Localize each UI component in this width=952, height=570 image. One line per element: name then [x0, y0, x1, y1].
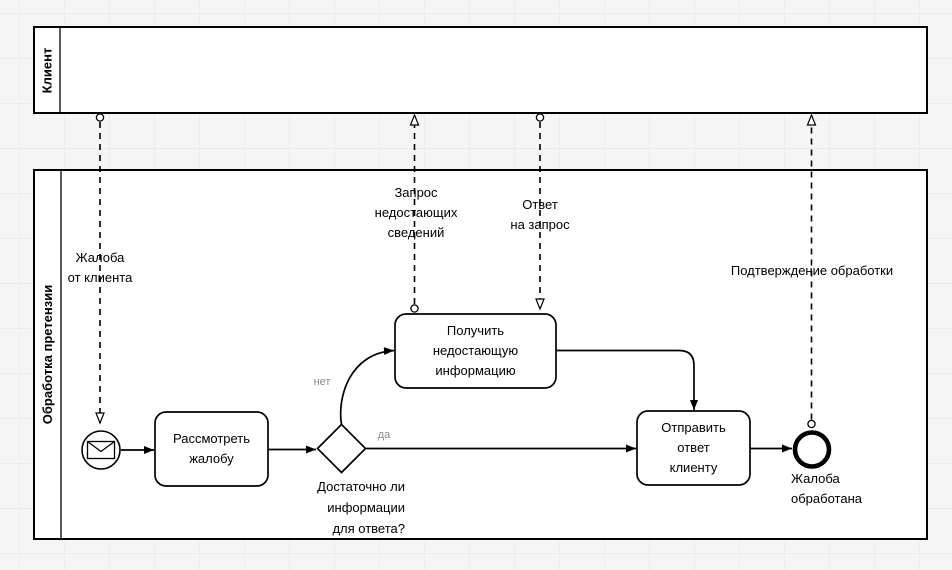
message-label-request-line: сведений — [387, 225, 445, 240]
task-send-reply-label-line: Отправить — [661, 420, 726, 435]
task-obtain-info-label-line: Получить — [446, 323, 505, 338]
task-send-reply-shape[interactable] — [636, 410, 751, 486]
gateway-question-line: Достаточно ли — [317, 479, 405, 494]
end-event-circle[interactable] — [792, 430, 832, 469]
pool-client-shape — [33, 26, 928, 114]
envelope-icon — [86, 440, 116, 460]
end-event-label-line: Жалоба — [791, 471, 840, 486]
task-send-reply-label-line: клиенту — [669, 460, 718, 475]
task-obtain-info-shape[interactable] — [394, 313, 557, 389]
task-review-label: Рассмотреть жалобу — [155, 412, 268, 486]
message-source-dot — [535, 113, 545, 122]
message-source-dot — [95, 113, 105, 122]
message-label-request: Запрос недостающих сведений — [346, 183, 486, 243]
condition-label-no: нет — [313, 376, 331, 388]
task-send-reply-label: Отправить ответ клиенту — [637, 411, 750, 485]
condition-label-yes: да — [377, 429, 391, 441]
message-label-confirmation: Подтверждение обработки — [712, 261, 912, 281]
message-label-confirmation-line: Подтверждение обработки — [730, 263, 894, 278]
message-label-request-line: Запрос — [394, 185, 438, 200]
gateway-question-line: информации — [327, 500, 405, 515]
task-send-reply-label-line: ответ — [677, 440, 710, 455]
message-flow-complaint[interactable] — [95, 113, 105, 425]
gateway-question-label: Достаточно ли информации для ответа? — [280, 476, 405, 539]
task-review-shape[interactable] — [154, 411, 269, 487]
message-label-request-line: недостающих — [374, 205, 458, 220]
message-source-dot — [807, 419, 816, 429]
task-review-label-line: жалобу — [189, 451, 234, 466]
message-label-complaint-line: Жалоба — [75, 250, 125, 265]
sequence-flow-obtain-to-send[interactable] — [556, 349, 698, 411]
pool-client-label: Клиент — [39, 47, 55, 93]
task-obtain-info-label-line: информацию — [435, 363, 516, 378]
gateway-enough-info-shape[interactable] — [316, 423, 367, 474]
message-label-complaint-line: от клиента — [67, 270, 133, 285]
message-flow-response[interactable] — [535, 113, 545, 311]
message-label-response: Ответ на запрос — [485, 195, 595, 235]
task-obtain-info-label: Получить недостающую информацию — [395, 314, 556, 388]
end-event-label: Жалоба обработана — [791, 469, 901, 509]
message-label-response-line: Ответ — [522, 197, 558, 212]
pool-client[interactable] — [33, 26, 928, 114]
task-review-label-line: Рассмотреть — [172, 431, 251, 446]
start-event-message[interactable] — [81, 430, 121, 470]
sequence-flow-no-gateway-to-obtain[interactable] — [339, 347, 395, 425]
pool-processing-label: Обработка претензии — [40, 284, 56, 425]
message-label-complaint: Жалоба от клиента — [40, 248, 160, 288]
task-obtain-info-label-line: недостающую — [432, 343, 519, 358]
message-flow-confirmation[interactable] — [806, 113, 817, 429]
message-label-response-line: на запрос — [510, 217, 570, 232]
message-source-dot — [410, 304, 419, 313]
message-flow-request[interactable] — [409, 113, 420, 313]
end-event-label-line: обработана — [791, 491, 862, 506]
gateway-question-line: для ответа? — [332, 521, 405, 536]
